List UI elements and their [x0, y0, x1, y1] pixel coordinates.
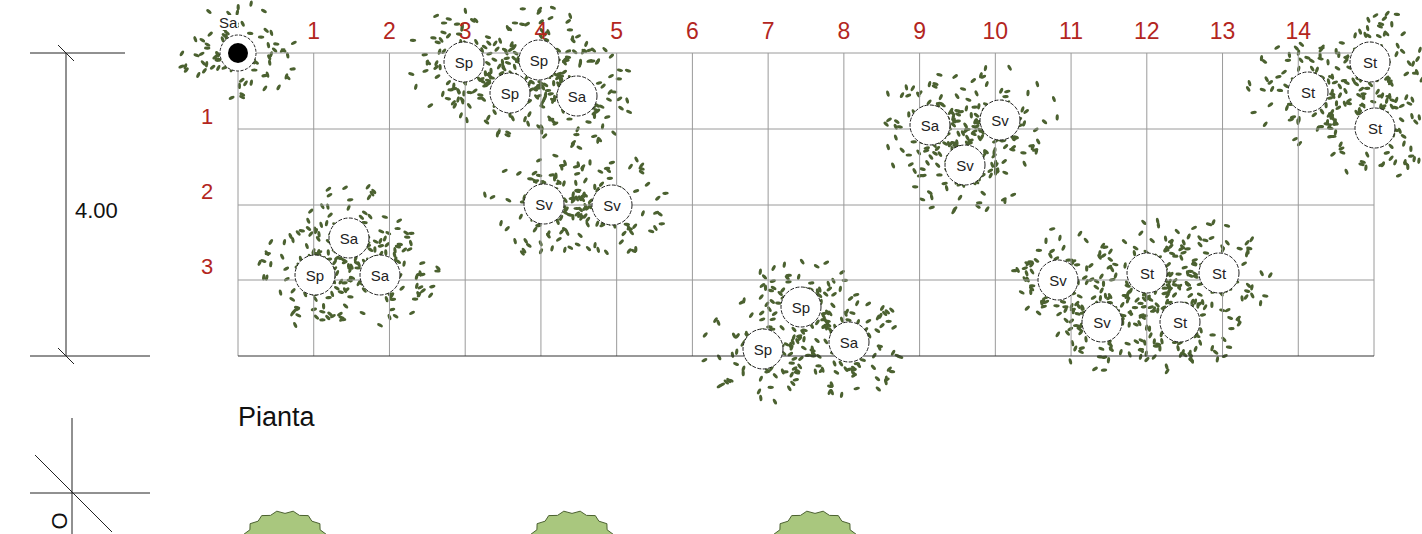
plant-symbol: Sp — [780, 286, 822, 328]
plant-symbol: Sv — [944, 144, 986, 186]
dimension-line — [30, 45, 150, 364]
north-arrow — [30, 418, 150, 534]
plant-symbol: Sa — [909, 104, 951, 146]
grid-number: 7 — [762, 20, 775, 43]
plant-symbol: Sa — [359, 254, 401, 296]
plant-symbol: Sp — [518, 39, 560, 81]
species-code: Sa — [909, 118, 951, 133]
grid-number: 12 — [1134, 20, 1160, 43]
grid-number: 2 — [383, 20, 396, 43]
species-code: St — [1349, 55, 1391, 70]
plant-symbol: Sa — [556, 75, 598, 117]
plant-symbol: Sa — [328, 217, 370, 259]
species-code: Sp — [518, 53, 560, 68]
species-code: St — [1354, 121, 1396, 136]
plant-symbol: St — [1349, 41, 1391, 83]
plant-symbol: Sa — [828, 321, 870, 363]
grid-number: 14 — [1285, 20, 1311, 43]
species-code: Sa — [556, 89, 598, 104]
grid-number: 3 — [459, 20, 472, 43]
grid-number: 1 — [201, 106, 213, 128]
plant-symbol: Sv — [1081, 301, 1123, 343]
plant-symbol: Sv — [523, 183, 565, 225]
elevation-plants — [244, 511, 856, 534]
plant-symbol: Sp — [742, 328, 784, 370]
grid-number: 4 — [535, 20, 548, 43]
dimension-text: 4.00 — [75, 200, 118, 222]
plant-symbol: St — [1354, 107, 1396, 149]
grid-number: 13 — [1210, 20, 1236, 43]
species-code: Sa — [218, 15, 238, 30]
plant-symbol: Sv — [979, 99, 1021, 141]
plant-symbol: St — [1287, 71, 1329, 113]
grid-number: 2 — [201, 181, 213, 203]
species-code: Sv — [1081, 315, 1123, 330]
species-code: St — [1198, 266, 1240, 281]
species-code: Sa — [828, 335, 870, 350]
plant-symbol: Sp — [294, 254, 336, 296]
grid-number: 5 — [610, 20, 623, 43]
grid-number: 3 — [201, 256, 213, 278]
species-code: St — [1287, 85, 1329, 100]
species-code: Sv — [1037, 273, 1079, 288]
plant-symbol: St — [1126, 252, 1168, 294]
grid-number: 1 — [307, 20, 320, 43]
species-code: Sv — [523, 197, 565, 212]
plant-symbol: Sp — [489, 72, 531, 114]
species-code: Sa — [328, 231, 370, 246]
species-code: Sv — [979, 113, 1021, 128]
plant-symbol: Sv — [591, 184, 633, 226]
species-code: Sp — [780, 300, 822, 315]
species-code: St — [1159, 315, 1201, 330]
species-code: Sp — [294, 268, 336, 283]
species-code: Sp — [443, 55, 485, 70]
grid-number: 6 — [686, 20, 699, 43]
grid-number: 10 — [983, 20, 1009, 43]
orientation-letter: O — [49, 512, 71, 529]
grid — [238, 53, 1374, 356]
plant-symbol: Sp — [443, 41, 485, 83]
species-code: Sv — [591, 198, 633, 213]
grid-number: 8 — [837, 20, 850, 43]
plant-symbol: Sa — [214, 15, 262, 77]
plant-symbol: Sv — [1037, 259, 1079, 301]
species-code: St — [1126, 266, 1168, 281]
species-code: Sv — [944, 158, 986, 173]
plant-symbol: St — [1159, 301, 1201, 343]
grid-number: 9 — [913, 20, 926, 43]
species-code: Sp — [489, 86, 531, 101]
species-code: Sp — [742, 342, 784, 357]
foliage — [178, 0, 1422, 405]
plant-symbol: St — [1198, 252, 1240, 294]
view-title: Pianta — [238, 404, 315, 431]
species-code: Sa — [359, 268, 401, 283]
grid-number: 11 — [1059, 20, 1083, 43]
